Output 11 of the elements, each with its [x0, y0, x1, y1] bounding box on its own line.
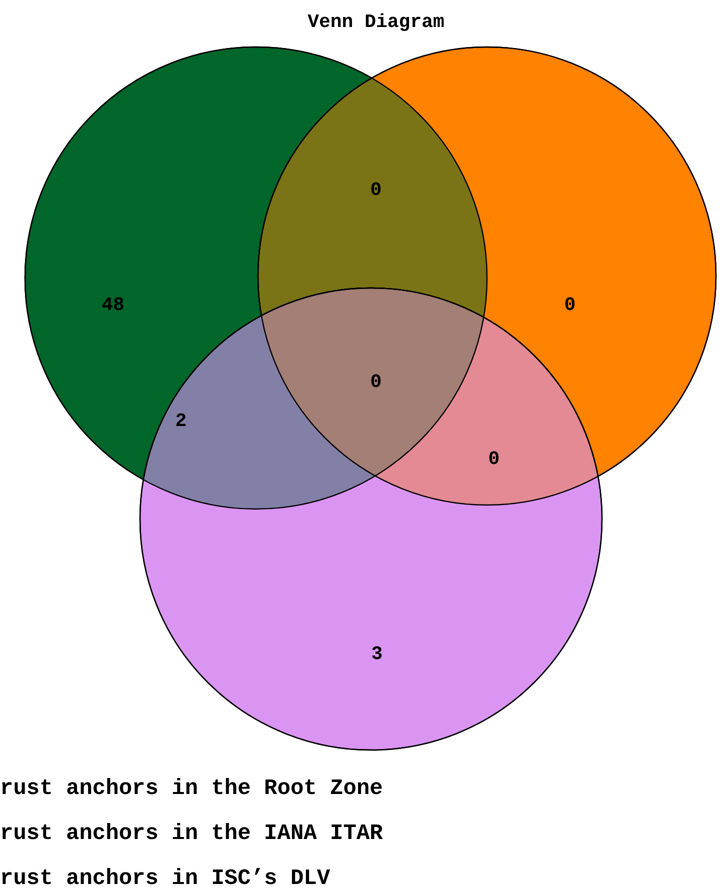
- region-count: 2: [175, 410, 187, 432]
- legend-text: rust anchors in ISC’s DLV: [0, 866, 330, 891]
- region-count: 3: [371, 643, 383, 665]
- region-count: 0: [370, 371, 382, 393]
- region-count: 0: [564, 294, 576, 316]
- region-count: 0: [370, 179, 382, 201]
- legend-text: rust anchors in the Root Zone: [0, 776, 383, 801]
- region-count: 48: [102, 294, 124, 316]
- region-count: 0: [488, 448, 500, 470]
- diagram-title: Venn Diagram: [308, 11, 444, 33]
- legend-text: rust anchors in the IANA ITAR: [0, 821, 383, 846]
